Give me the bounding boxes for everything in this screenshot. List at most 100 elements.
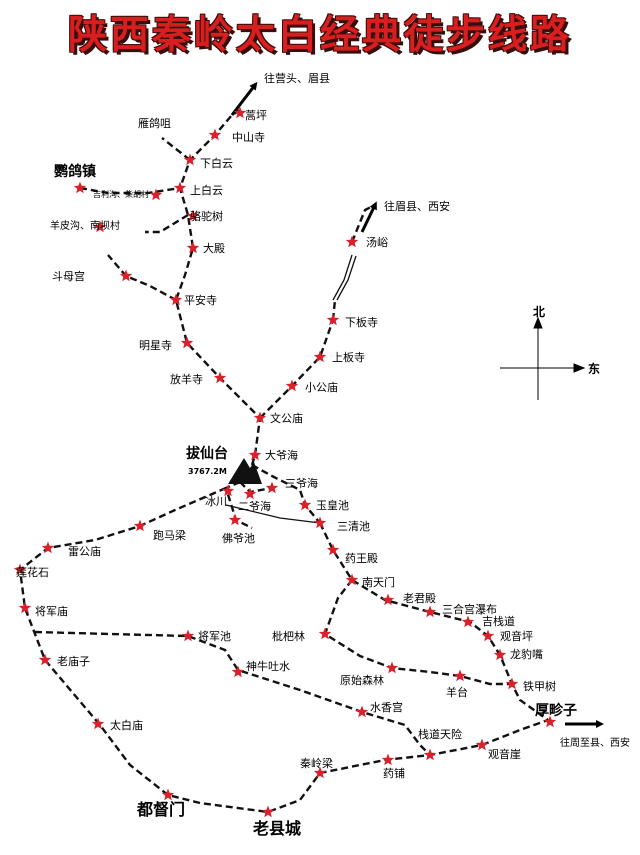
waypoint-star-icon — [18, 601, 32, 614]
trail-doumugong — [107, 254, 177, 302]
waypoint-star-icon — [149, 188, 163, 201]
label-hao-ping: 蒿坪 — [245, 109, 267, 122]
waypoint-star-icon — [231, 665, 245, 678]
label-qin-ling-liang: 秦岭梁 — [300, 757, 333, 770]
waypoint-star-icon — [169, 293, 183, 306]
waypoint-star-icon — [261, 805, 275, 818]
waypoint-star-icon — [493, 648, 507, 661]
label-guan-yin-ya: 观音崖 — [488, 748, 521, 761]
label-ji-zhan-dao: 吉栈道 — [482, 615, 515, 628]
label-da-dian: 大殿 — [203, 242, 225, 255]
trail-west-ridge — [18, 486, 549, 814]
waypoint-star-icon — [91, 717, 105, 730]
label-pao-ma-liang: 跑马梁 — [153, 529, 186, 542]
label-tai-bai-miao: 太白庙 — [110, 719, 143, 732]
label-yang-pi-gou: 羊皮沟、南坝村 — [50, 221, 120, 232]
map-title: 陕西秦岭太白经典徒步线路 — [67, 12, 572, 58]
trail-jiangjunchi — [34, 630, 431, 756]
waypoint-star-icon — [233, 106, 247, 119]
label-wen-gong-miao: 文公庙 — [270, 412, 303, 425]
waypoint-star-icon — [253, 411, 267, 424]
label-san-he-gong: 三合宫瀑布 — [442, 603, 497, 616]
waypoint-star-icon — [181, 629, 195, 642]
peak-elevation: 3767.2M — [188, 467, 227, 476]
direction-zhouzhi: 往周至县、西安 — [560, 738, 630, 749]
arrow-meixian — [360, 201, 377, 233]
label-hou-pan-zi: 厚畛子 — [535, 703, 577, 719]
label-fang-yang-si: 放羊寺 — [170, 373, 203, 386]
label-shang-ban-si: 上板寺 — [332, 351, 365, 364]
waypoint-star-icon — [93, 220, 107, 233]
waypoint-star-icon — [13, 563, 27, 576]
waypoint-star-icon — [461, 615, 475, 628]
waypoint-star-icon — [326, 543, 340, 556]
waypoint-star-icon — [313, 350, 327, 363]
trail-east — [259, 319, 335, 419]
waypoint-star-icon — [423, 605, 437, 618]
trail-summit-east — [251, 463, 321, 524]
direction-arrows — [230, 81, 604, 728]
waypoint-star-icon — [481, 629, 495, 642]
label-yan-ge-ju: 雁鸽咀 — [138, 117, 171, 130]
label-xiao-gong-miao: 小公庙 — [305, 381, 338, 394]
peak-name: 拔仙台 — [186, 446, 228, 462]
label-yang-tai: 羊台 — [446, 686, 468, 699]
trail-summit-west — [224, 480, 253, 530]
label-yuan-shi-sen-lin: 原始森林 — [340, 674, 384, 687]
road-tangyu-2 — [336, 255, 357, 301]
label-ying-ge-zhen: 鹦鸽镇 — [54, 164, 96, 180]
compass-east-label: 东 — [588, 362, 601, 376]
waypoint-star-icon — [243, 487, 257, 500]
waypoint-star-icon — [326, 313, 340, 326]
waypoint-star-icon — [543, 715, 557, 728]
label-pi-pa-lin: 枇杷林 — [272, 630, 305, 643]
waypoint-star-icon — [183, 153, 197, 166]
trail-yinggezhen — [79, 186, 181, 195]
compass-rose — [500, 316, 586, 400]
waypoint-star-icon — [318, 627, 332, 640]
label-lian-hua-shi: 莲花石 — [16, 566, 49, 579]
label-xia-ban-si: 下板寺 — [345, 316, 378, 329]
label-ping-an-si: 平安寺 — [184, 294, 217, 307]
peak-mountain-icon — [228, 458, 262, 484]
label-shui-xiang-gong: 水香宫 — [370, 701, 403, 714]
label-long-bao-zui: 龙豹嘴 — [510, 648, 543, 661]
direction-mei-xian-xian: 往眉县、西安 — [384, 200, 450, 213]
waypoint-star-icon — [313, 766, 327, 779]
arrow-yingtou — [230, 81, 258, 116]
waypoint-star-icon — [345, 573, 359, 586]
label-lei-gong-miao: 雷公庙 — [68, 545, 101, 558]
waypoint-star-icon — [133, 519, 147, 532]
waypoint-star-icon — [298, 498, 312, 511]
waypoint-star-icon — [180, 336, 194, 349]
label-ming-xing-si: 明星寺 — [139, 339, 172, 352]
waypoint-star-icon — [453, 669, 467, 682]
compass-north-label: 北 — [533, 305, 546, 319]
ridge-line — [225, 504, 321, 524]
label-ji-li-gou: 吉利沟、柴胡村 — [93, 190, 149, 199]
waypoint-star-icon — [355, 705, 369, 718]
waypoint-star-icon — [228, 513, 242, 526]
waypoint-star-icon — [248, 448, 262, 461]
label-er-ye-hai: 二爷海 — [238, 500, 271, 513]
waypoint-star-icon — [345, 235, 359, 248]
label-lao-jun-dian: 老君殿 — [403, 592, 436, 605]
label-xia-bai-yun: 下白云 — [200, 157, 233, 170]
trail-yangeju — [161, 137, 191, 161]
trail-tangyu — [350, 203, 376, 243]
waypoint-star-icon — [186, 209, 200, 222]
label-dou-mu-gong: 斗母宫 — [52, 270, 85, 283]
label-san-qing-chi: 三清池 — [337, 520, 370, 533]
label-yao-pu: 药铺 — [383, 767, 405, 780]
label-fo-ye-chi: 佛爷池 — [222, 532, 255, 545]
waypoint-star-icon — [475, 738, 489, 751]
compass-east-arrow — [573, 363, 586, 373]
label-luo-tuo-shu: 骆驼树 — [190, 210, 223, 223]
waypoint-star-icon — [173, 181, 187, 194]
waypoint-star-icon — [119, 269, 133, 282]
waypoint-stars — [13, 106, 557, 818]
label-zhan-dao-tian-xian: 栈道天险 — [418, 728, 462, 741]
waypoint-star-icon — [385, 661, 399, 674]
label-guan-yin-ping: 观音坪 — [500, 630, 533, 643]
